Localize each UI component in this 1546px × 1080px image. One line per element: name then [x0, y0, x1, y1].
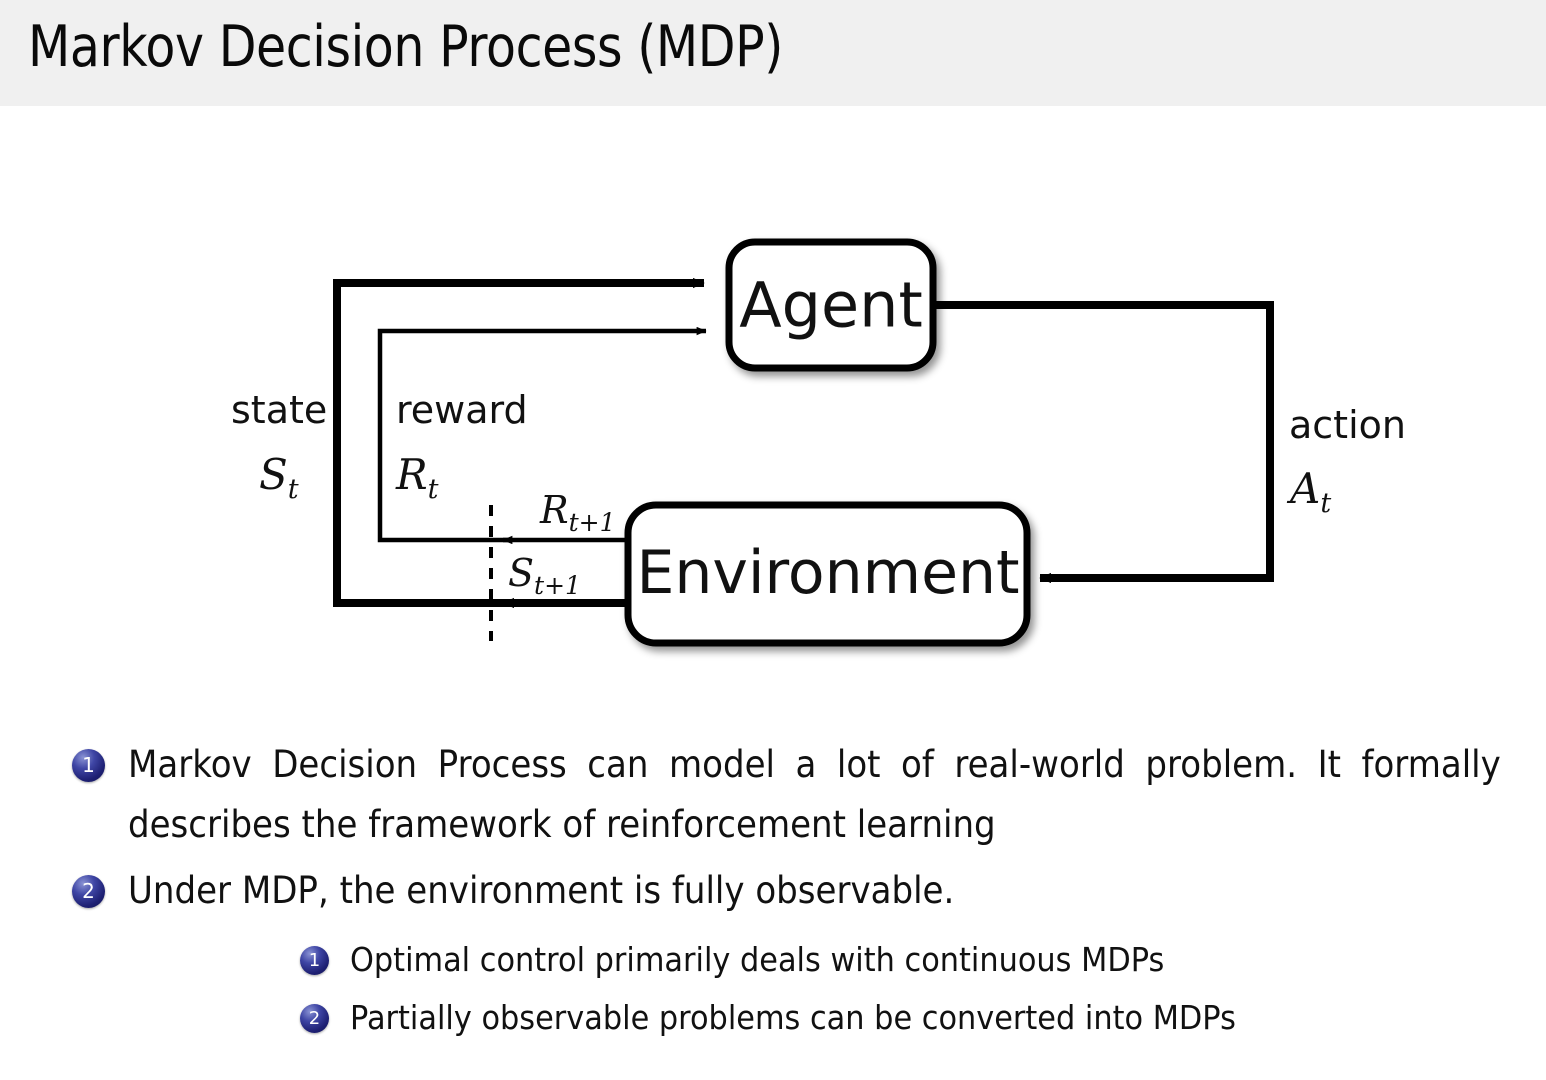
sub-bullet-marker-1: 1 — [300, 946, 329, 975]
list-item-text: Under MDP, the environment is fully obse… — [128, 869, 955, 912]
state-label-group: state St — [231, 388, 327, 505]
sub-bullet-list: 1 Optimal control primarily deals with c… — [128, 933, 1502, 1045]
mdp-diagram: Agent Environment state St reward Rt act… — [0, 106, 1546, 706]
reward-edge — [377, 326, 707, 543]
sub-list-item[interactable]: 1 Optimal control primarily deals with c… — [128, 933, 1502, 987]
state-symbol-label: St — [259, 450, 299, 505]
environment-label: Environment — [636, 538, 1019, 608]
sub-bullet-marker-2: 2 — [300, 1004, 329, 1033]
sub-list-item[interactable]: 2 Partially observable problems can be c… — [128, 991, 1502, 1045]
list-item-text: Markov Decision Process can model a lot … — [128, 743, 1501, 846]
bullet-list: 1 Markov Decision Process can model a lo… — [0, 735, 1546, 1051]
state-word-label: state — [231, 388, 327, 432]
bullet-marker-2: 2 — [72, 875, 105, 908]
state-next-label: St+1 — [508, 551, 581, 600]
action-label-group: action At — [1286, 403, 1406, 519]
slide-header-band: Markov Decision Process (MDP) — [0, 0, 1546, 106]
agent-node[interactable]: Agent — [725, 238, 937, 372]
action-word-label: action — [1289, 403, 1406, 447]
list-item[interactable]: 1 Markov Decision Process can model a lo… — [0, 735, 1546, 855]
action-symbol-label: At — [1286, 464, 1331, 519]
list-item[interactable]: 2 Under MDP, the environment is fully ob… — [0, 861, 1546, 1045]
reward-next-label: Rt+1 — [539, 488, 616, 537]
page-title: Markov Decision Process (MDP) — [28, 14, 783, 80]
sub-list-item-text: Optimal control primarily deals with con… — [350, 940, 1165, 979]
agent-label: Agent — [739, 269, 923, 342]
action-edge — [933, 301, 1274, 584]
reward-label-group: reward Rt — [395, 388, 528, 505]
reward-symbol-label: Rt — [395, 450, 439, 505]
environment-node[interactable]: Environment — [624, 501, 1031, 647]
bullet-marker-1: 1 — [72, 749, 105, 782]
state-edge — [333, 277, 705, 607]
sub-list-item-text: Partially observable problems can be con… — [350, 998, 1236, 1037]
reward-word-label: reward — [396, 388, 528, 432]
